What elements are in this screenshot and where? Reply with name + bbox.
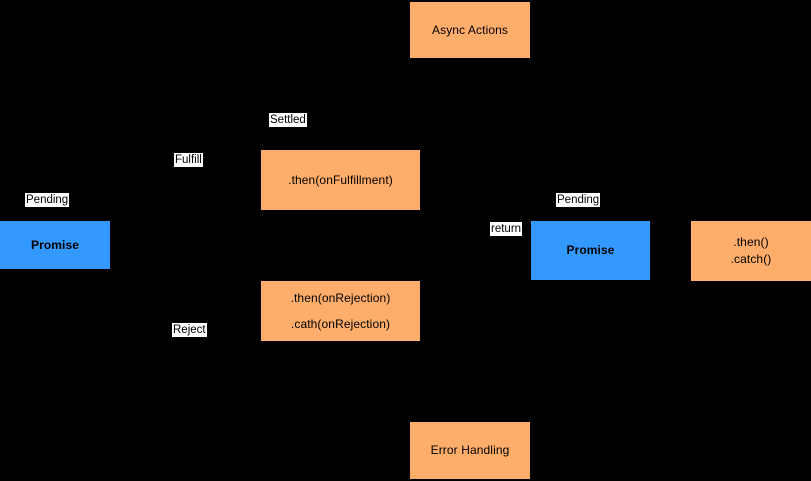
edge-label-return: return	[490, 222, 523, 236]
node-promise-right[interactable]: Promise	[531, 221, 650, 280]
edge-reject-to-promise-right	[420, 249, 531, 312]
node-then-onrejection-line-2: .cath(onRejection)	[290, 317, 391, 331]
node-promise-left-label: Promise	[30, 237, 80, 252]
edge-label-reject: Reject	[172, 323, 207, 337]
node-promise-right-label: Promise	[566, 243, 615, 257]
node-then-onrejection[interactable]: .then(onRejection) .cath(onRejection)	[261, 281, 420, 341]
node-then-onrejection-line-1: .then(onRejection)	[290, 291, 391, 305]
edge-fulfill-to-promise-right	[420, 179, 531, 251]
edge-label-pending-left: Pending	[25, 193, 70, 207]
edge-promise-to-fulfill	[110, 179, 261, 246]
node-promise-left[interactable]: Promise	[0, 221, 110, 269]
edge-label-fulfill: Fulfill	[174, 153, 203, 167]
node-error-handling-label: Error Handling	[430, 443, 510, 457]
edge-fulfill-to-async	[339, 29, 410, 150]
edge-label-pending-right: Pending	[556, 193, 601, 207]
node-then-catch-line-1: .then()	[733, 235, 769, 249]
edge-promise-to-reject	[110, 244, 261, 312]
edge-reject-to-error	[339, 341, 410, 451]
node-then-catch[interactable]: .then() .catch()	[691, 221, 811, 281]
node-then-catch-line-2: .catch()	[730, 252, 772, 266]
node-async-actions[interactable]: Async Actions	[410, 2, 530, 58]
node-then-onfulfillment[interactable]: .then(onFulfillment)	[261, 150, 420, 210]
node-async-actions-label: Async Actions	[431, 22, 508, 37]
node-then-onfulfillment-label: .then(onFulfillment)	[288, 172, 393, 187]
node-error-handling[interactable]: Error Handling	[410, 422, 530, 479]
edge-label-settled: Settled	[269, 113, 307, 127]
